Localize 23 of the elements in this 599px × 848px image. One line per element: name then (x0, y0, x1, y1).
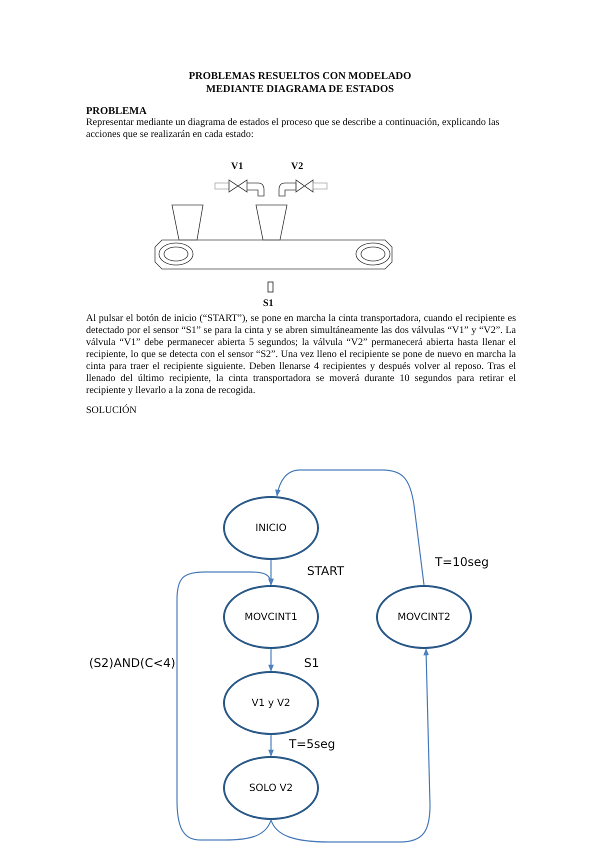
section-heading: PROBLEMA (86, 106, 147, 118)
page-title: PROBLEMAS RESUELTOS CON MODELADO MEDIANTE DIAGRAMA DE ESTADOS (188, 70, 412, 96)
state-name: V1 y V2 (252, 698, 290, 708)
valve-label: V2 (291, 161, 304, 173)
state-name: INICIO (255, 522, 287, 534)
state-name: MOVCINT1 (244, 612, 298, 622)
state-name: MOVCINT2 (397, 612, 451, 622)
state-name: SOLO V2 (249, 782, 293, 794)
edge-label: S1 (303, 656, 320, 670)
arrow (275, 469, 425, 586)
arrow (268, 735, 274, 757)
paragraph: Al pulsar el botón de inicio (“START”), se pone en marcha la cinta transportadora, cuando el recipiente es detectado por el sensor “S1” se para la cinta y se abren simultáneamente las dos válvulas “V1” y “V2”. La válvula “V1” debe permanecer abierta 5 segundos; la válvula “V2” permanecerá abierta hasta llenar el recipiente, lo que se detecta con el sensor “S2”. Una vez lleno el recipiente se pone de nuevo en marcha la cinta para traer el recipiente siguiente. Deben llenarse 4 recipientes y después volver al reposo. Tras el llenado del último recipiente, la cinta transportadora se moverá durante 10 segundos para retirar el recipiente y llevarlo a la zona de recogida. (86, 313, 516, 397)
valve-label: V1 (231, 161, 244, 173)
edge-label: T=5seg (288, 737, 336, 751)
sensor-label: S1 (263, 298, 274, 310)
paragraph: Representar mediante un diagrama de estados el proceso que se describe a continuación, explicando las acciones que se realizarán en cada estado: (86, 117, 500, 141)
edge-label: T=10seg (434, 555, 490, 569)
arrow (270, 648, 431, 843)
arrow (268, 649, 274, 672)
arrow (176, 571, 274, 841)
edge-label: (S2)AND(C<4) (88, 656, 176, 670)
edge-label: START (306, 564, 346, 578)
section-heading: SOLUCIÓN (86, 405, 137, 417)
